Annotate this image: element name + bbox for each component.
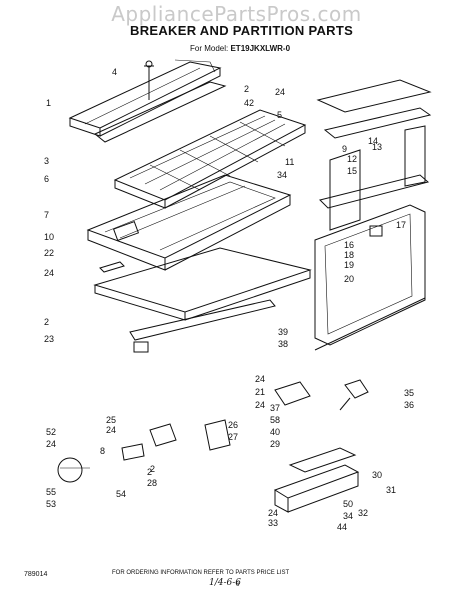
footer-code: 789014 (24, 571, 48, 578)
callout-34: 34 (277, 170, 287, 180)
callout-14: 14 (368, 136, 378, 146)
callout-40: 40 (270, 427, 280, 437)
callout-24: 24 (106, 425, 116, 435)
callout-30: 30 (372, 470, 382, 480)
callout-2: 2 (147, 467, 152, 477)
watermark: AppliancePartsPros.com (111, 2, 362, 26)
callout-2: 2 (244, 84, 249, 94)
callout-7: 7 (44, 210, 49, 220)
callout-16: 16 (344, 240, 354, 250)
mounting-rail (68, 59, 227, 143)
callout-2: 2 (44, 317, 49, 327)
handwritten-note: 1/4-6-6 (209, 578, 242, 588)
callout-38: 38 (278, 339, 288, 349)
model-number: ET19JKXLWR-0 (230, 44, 291, 53)
pad-part (99, 261, 125, 273)
upper-rail-right (316, 79, 432, 231)
callout-2: 2 (150, 464, 155, 474)
shelf-grid (113, 109, 307, 209)
callout-1: 1 (46, 98, 51, 108)
model-line: For Model: ET19JKXLWR-0 (190, 44, 290, 53)
footer-page: 6 (236, 582, 240, 588)
callout-50: 50 (343, 499, 353, 509)
callout-39: 39 (278, 327, 288, 337)
callout-36: 36 (404, 400, 414, 410)
callout-24: 24 (275, 87, 285, 97)
callout-24: 24 (255, 400, 265, 410)
callout-24: 24 (44, 268, 54, 278)
callout-3: 3 (44, 156, 49, 166)
callout-42: 42 (244, 98, 254, 108)
callout-31: 31 (386, 485, 396, 495)
callout-37: 37 (270, 403, 280, 413)
callout-29: 29 (270, 439, 280, 449)
callout-10: 10 (44, 232, 54, 242)
callout-18: 18 (344, 250, 354, 260)
lower-control-assembly (57, 381, 360, 513)
callout-54: 54 (116, 489, 126, 499)
footer-note: FOR ORDERING INFORMATION REFER TO PARTS … (112, 570, 290, 576)
callout-35: 35 (404, 388, 414, 398)
callout-34: 34 (343, 511, 353, 521)
callout-21: 21 (255, 387, 265, 397)
partition-frame (314, 204, 426, 351)
callout-12: 12 (347, 154, 357, 164)
screw-part (144, 60, 154, 100)
callout-19: 19 (344, 260, 354, 270)
callout-55: 55 (46, 487, 56, 497)
callout-28: 28 (147, 478, 157, 488)
callout-labels: 4136710222422324252411349141213151618171… (44, 67, 414, 532)
model-prefix: For Model: (190, 44, 229, 53)
callout-27: 27 (228, 432, 238, 442)
callout-44: 44 (337, 522, 347, 532)
callout-24: 24 (268, 508, 278, 518)
callout-13: 13 (372, 142, 382, 152)
callout-8: 8 (100, 446, 105, 456)
clip-part (133, 341, 149, 353)
callout-6: 6 (44, 174, 49, 184)
callout-53: 53 (46, 499, 56, 509)
callout-52: 52 (46, 427, 56, 437)
callout-24: 24 (255, 374, 265, 384)
callout-22: 22 (44, 248, 54, 258)
bottom-frame (93, 247, 312, 341)
callout-20: 20 (344, 274, 354, 284)
callout-9: 9 (342, 144, 347, 154)
diagram-title: BREAKER AND PARTITION PARTS (130, 23, 354, 38)
callout-32: 32 (358, 508, 368, 518)
callout-23: 23 (44, 334, 54, 344)
callout-4: 4 (112, 67, 117, 77)
callout-58: 58 (270, 415, 280, 425)
callout-15: 15 (347, 166, 357, 176)
callout-25: 25 (106, 415, 116, 425)
callout-26: 26 (228, 420, 238, 430)
callout-11: 11 (285, 157, 294, 167)
callout-5: 5 (277, 110, 282, 120)
side-bracket (339, 379, 369, 411)
callout-33: 33 (268, 518, 278, 528)
callout-24: 24 (46, 439, 56, 449)
callout-17: 17 (396, 220, 406, 230)
